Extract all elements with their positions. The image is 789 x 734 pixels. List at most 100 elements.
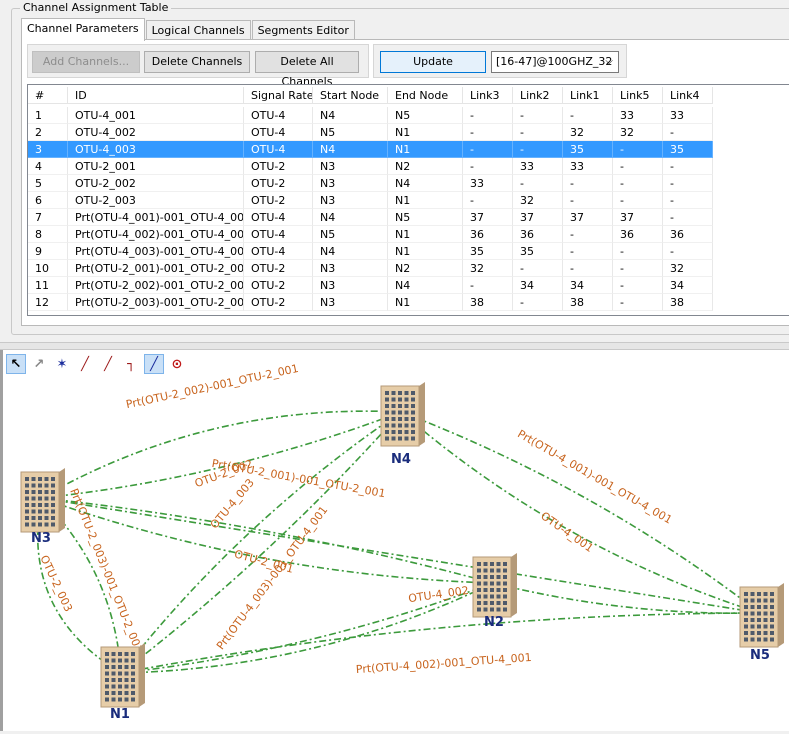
table-cell: - [613,277,663,294]
table-cell: 4 [28,158,68,175]
add-node-tool-icon[interactable]: ✶ [56,356,68,372]
table-cell: 2 [28,124,68,141]
link-line[interactable] [120,582,494,674]
delete-channels-button[interactable]: Delete Channels [144,51,250,73]
node-n5-building-icon[interactable] [739,583,784,648]
link-line[interactable] [120,411,402,674]
route-tool-icon[interactable]: ┐ [127,356,135,372]
delete-all-channels-button[interactable]: Delete All Channels [255,51,359,88]
tab-segments-editor[interactable]: Segments Editor [251,20,355,40]
column-header[interactable]: Start Node [313,87,388,104]
link-line[interactable] [40,497,494,584]
table-cell: 32 [613,124,663,141]
table-cell: 33 [513,158,563,175]
table-cell: 37 [513,209,563,226]
table-cell: N4 [388,277,463,294]
table-cell: N2 [388,260,463,277]
table-cell: - [563,192,613,209]
table-cell: 7 [28,209,68,226]
table-cell: 10 [28,260,68,277]
table-cell: - [563,243,613,260]
table-cell: 33 [613,107,663,124]
column-header[interactable]: Link3 [463,87,513,104]
add-link-tool-icon[interactable]: ╱ [81,356,89,372]
link-line[interactable] [400,411,761,614]
column-header[interactable]: # [28,87,68,104]
table-cell: 32 [513,192,563,209]
table-cell: 32 [463,260,513,277]
table-cell: Prt(OTU-2_001)-001_OTU-2_001 [68,260,244,277]
column-header[interactable]: Signal Rate [244,87,313,104]
table-cell: 34 [563,277,613,294]
table-cell: N5 [313,226,388,243]
table-cell: - [613,175,663,192]
update-button[interactable]: Update [380,51,486,73]
table-cell: N1 [388,124,463,141]
link-line[interactable] [400,411,761,614]
table-cell: 32 [563,124,613,141]
node-label: N1 [110,707,130,722]
link-line[interactable] [40,497,494,584]
table-cell: OTU-4 [244,124,313,141]
pan-tool-icon[interactable]: ↗ [33,356,45,372]
splitter[interactable] [0,342,789,350]
delete-tool-icon[interactable]: ⊙ [171,356,183,372]
node-n2-building-icon[interactable] [472,553,517,618]
node-n1-building-icon[interactable] [100,643,145,708]
table-cell: 34 [513,277,563,294]
table-cell: 38 [463,294,513,311]
table-cell: - [463,141,513,158]
link-line[interactable] [40,497,761,614]
link-line[interactable] [120,411,402,674]
select-tool-icon[interactable]: ↖ [6,354,26,374]
table-cell: 33 [463,175,513,192]
link-line[interactable] [120,612,761,674]
link-line[interactable] [40,410,402,499]
tab-channel-parameters[interactable]: Channel Parameters [21,18,145,41]
column-header[interactable]: ID [68,87,244,104]
node-n4-building-icon[interactable] [380,382,425,447]
table-cell: N4 [313,107,388,124]
table-cell: N4 [313,141,388,158]
link-line[interactable] [120,582,494,674]
band-select[interactable]: [16-47]@100GHZ_32 ⌵ [491,51,619,73]
column-header[interactable]: Link5 [613,87,663,104]
table-cell: Prt(OTU-4_001)-001_OTU-4_001 [68,209,244,226]
column-header[interactable]: Link1 [563,87,613,104]
table-cell: N2 [388,158,463,175]
column-header[interactable]: Link4 [663,87,713,104]
column-header[interactable]: End Node [388,87,463,104]
link-label: Prt(OTU-2_003)-001_OTU-2_001 [67,487,145,655]
table-cell: OTU-2 [244,277,313,294]
add-channels-button[interactable]: Add Channels... [32,51,140,73]
tab-logical-channels[interactable]: Logical Channels [145,20,251,40]
edit-link-tool-icon[interactable]: ╱ [104,356,112,372]
network-diagram-svg[interactable]: Prt(OTU-2_002)-001_OTU-2_001Prt(OTU-4_00… [3,350,789,731]
node-n3-building-icon[interactable] [20,468,65,533]
link-line[interactable] [492,582,761,615]
table-cell: - [563,226,613,243]
link-line[interactable] [40,411,402,499]
table-cell: - [613,158,663,175]
node-label: N3 [31,531,51,546]
column-header[interactable]: Link2 [513,87,563,104]
table-cell: OTU-2_001 [68,158,244,175]
table-cell: 36 [463,226,513,243]
table-cell: N3 [313,158,388,175]
highlight-link-tool-icon[interactable]: ╱ [144,354,164,374]
